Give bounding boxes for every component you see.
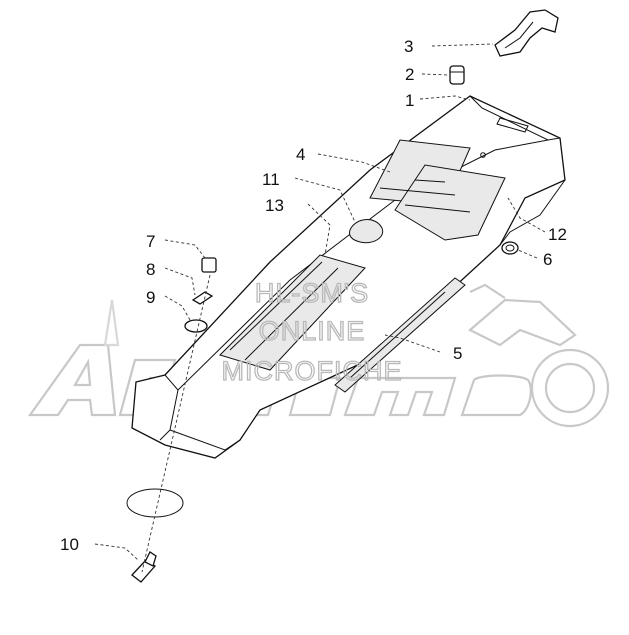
washer-part-hole: [126, 488, 184, 518]
callout-13: 13: [265, 196, 284, 215]
grommet-part-6: [501, 241, 519, 255]
bolt-part-10: [131, 551, 157, 583]
motorcycle-watermark-icon: [468, 283, 610, 428]
washer-part-9: [184, 319, 208, 333]
watermark-line-3: MICROFICHE: [222, 356, 403, 386]
nut-part-7: [201, 257, 217, 273]
callout-3: 3: [404, 37, 413, 56]
plug-part-2: [449, 65, 465, 85]
decal-part-4: [369, 139, 506, 241]
callout-12: 12: [548, 225, 567, 244]
callout-11: 11: [262, 170, 280, 189]
callout-8: 8: [146, 260, 155, 279]
patch-part-11: [349, 219, 384, 244]
decal-part-13: [219, 254, 366, 371]
callout-2: 2: [405, 65, 414, 84]
watermark-spire-icon: [103, 299, 120, 347]
callout-7: 7: [146, 232, 155, 251]
washer-part-8: [191, 291, 214, 305]
callout-4: 4: [296, 145, 305, 164]
bracket-part-3: [494, 9, 559, 57]
assembly-axis-line: [141, 274, 211, 573]
callout-10: 10: [60, 535, 79, 554]
watermark-text: HL-SM'S ONLINE MICROFICHE: [221, 277, 403, 386]
callout-6: 6: [543, 250, 552, 269]
decal-part-5: [334, 277, 466, 393]
callout-5: 5: [453, 344, 462, 363]
callout-1: 1: [405, 91, 414, 110]
leader-lines: [94, 43, 546, 561]
callout-labels: 3 2 1 4 11 13 12 7 6 8 9 5 10: [60, 37, 567, 554]
callout-9: 9: [146, 288, 155, 307]
watermark-line-2: ONLINE: [259, 316, 366, 346]
watermark-line-1: HL-SM'S: [255, 278, 369, 308]
